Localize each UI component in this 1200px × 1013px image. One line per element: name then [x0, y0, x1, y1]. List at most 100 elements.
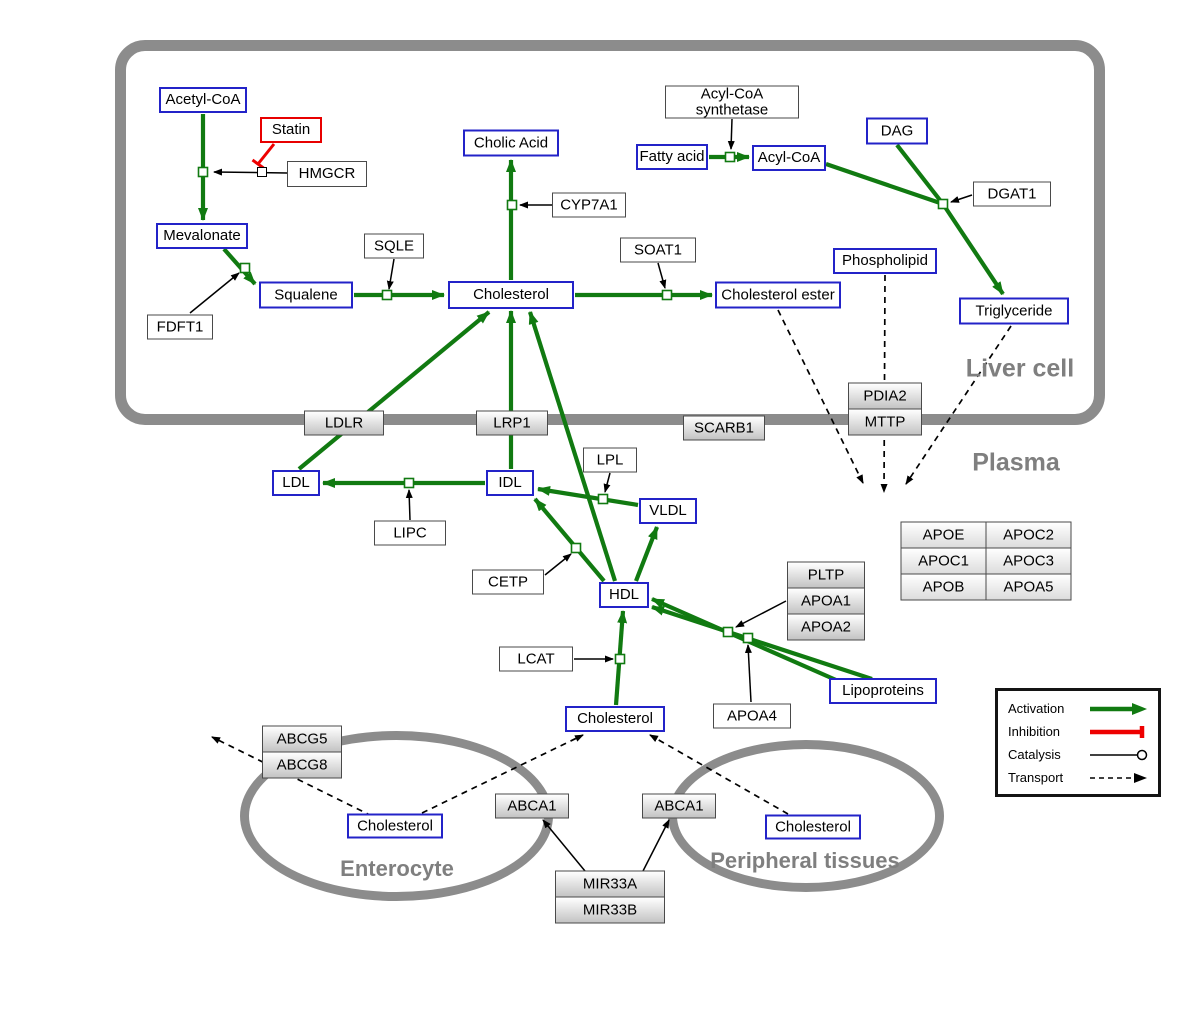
catalysis-circle-icon — [1090, 749, 1148, 760]
anchor-apo-upper — [722, 626, 734, 638]
node-vldl[interactable]: VLDL — [639, 498, 697, 524]
node-idl[interactable]: IDL — [486, 470, 534, 496]
node-apoa2[interactable]: APOA2 — [788, 614, 864, 640]
regulation-mir33-to-abca1-left — [542, 819, 586, 872]
anchor-cyp7a1 — [506, 199, 518, 211]
node-abca1-right[interactable]: ABCA1 — [642, 793, 716, 819]
transport-phospholipid-to-plasma — [880, 274, 888, 493]
peripheral-tissues-label: Peripheral tissues — [710, 848, 900, 873]
node-mir33a[interactable]: MIR33A — [556, 871, 664, 897]
legend-catalysis-label: Catalysis — [1008, 747, 1061, 762]
inhibition-tbar-icon — [1090, 725, 1145, 738]
node-cyp7a1[interactable]: CYP7A1 — [552, 192, 626, 218]
anchor-soat1 — [661, 289, 673, 301]
node-dag[interactable]: DAG — [866, 117, 928, 145]
anchor-sqle — [381, 289, 393, 301]
node-apoc3[interactable]: APOC3 — [986, 548, 1071, 574]
node-fatty-acid[interactable]: Fatty acid — [636, 144, 708, 170]
regulation-mir33-to-abca1-right — [642, 819, 670, 872]
enterocyte-label: Enterocyte — [340, 856, 454, 881]
node-apoc2[interactable]: APOC2 — [986, 522, 1071, 548]
node-lipc[interactable]: LIPC — [374, 520, 446, 546]
node-pltp-apoa-stack[interactable]: PLTP APOA1 APOA2 — [787, 561, 865, 641]
liver-cell-label: Liver cell — [965, 354, 1075, 383]
node-abcg5[interactable]: ABCG5 — [263, 726, 341, 752]
inhibition-statin-tbar — [251, 158, 265, 170]
catalysis-lpl — [603, 472, 611, 493]
node-triglyceride[interactable]: Triglyceride — [959, 297, 1069, 325]
node-apoa5[interactable]: APOA5 — [986, 574, 1071, 600]
anchor-acylcoa-synthetase — [724, 151, 736, 163]
edge-dag-to-dgat-junction — [895, 143, 945, 206]
catalysis-apo-stack — [735, 600, 787, 628]
node-cholesterol-enterocyte[interactable]: Cholesterol — [347, 813, 443, 839]
node-cetp[interactable]: CETP — [472, 569, 544, 595]
node-acetyl-coa[interactable]: Acetyl-CoA — [159, 87, 247, 113]
node-sqle[interactable]: SQLE — [364, 233, 424, 259]
node-apob[interactable]: APOB — [901, 574, 986, 600]
node-statin[interactable]: Statin — [260, 117, 322, 143]
node-lrp1[interactable]: LRP1 — [476, 410, 548, 436]
transport-enterocyte-cholesterol-to-plasma — [421, 734, 584, 814]
legend-inhibition-label: Inhibition — [1008, 724, 1061, 739]
node-mevalonate[interactable]: Mevalonate — [156, 223, 248, 249]
node-acyl-coa[interactable]: Acyl-CoA — [752, 145, 826, 171]
node-apoa1[interactable]: APOA1 — [788, 588, 864, 614]
node-phospholipid[interactable]: Phospholipid — [833, 248, 937, 274]
edge-hdl-to-idl — [533, 497, 606, 583]
node-scarb1[interactable]: SCARB1 — [683, 415, 765, 441]
edge-hdl-to-vldl — [634, 526, 659, 582]
node-lpl[interactable]: LPL — [583, 447, 637, 473]
node-hmgcr[interactable]: HMGCR — [287, 161, 367, 187]
node-abca1-left[interactable]: ABCA1 — [495, 793, 569, 819]
node-apoc1[interactable]: APOC1 — [901, 548, 986, 574]
node-apoa4[interactable]: APOA4 — [713, 703, 791, 729]
catalysis-sqle — [386, 258, 395, 290]
transport-peripheral-cholesterol-to-plasma — [649, 734, 789, 815]
node-hdl[interactable]: HDL — [599, 582, 649, 608]
node-lipoproteins[interactable]: Lipoproteins — [829, 678, 937, 704]
legend-transport-row: Transport — [1008, 767, 1150, 788]
node-pdia2-mttp-complex[interactable]: PDIA2 MTTP — [848, 382, 922, 436]
node-cholesterol-plasma[interactable]: Cholesterol — [565, 706, 665, 732]
anchor-apo-lower — [742, 632, 754, 644]
node-lcat[interactable]: LCAT — [499, 646, 573, 672]
node-mttp[interactable]: MTTP — [849, 409, 921, 435]
node-acyl-coa-synthetase[interactable]: Acyl-CoA synthetase — [665, 85, 799, 119]
node-cholesterol-liver[interactable]: Cholesterol — [448, 281, 574, 309]
catalysis-cetp — [544, 553, 572, 576]
anchor-cetp — [570, 542, 582, 554]
edge-hdl-to-liver-cholesterol — [527, 311, 618, 582]
node-mir33-complex[interactable]: MIR33A MIR33B — [555, 870, 665, 924]
edge-junction-to-triglyceride — [941, 202, 1005, 296]
node-cholesterol-ester[interactable]: Cholesterol ester — [715, 281, 841, 309]
node-fdft1[interactable]: FDFT1 — [147, 314, 213, 340]
anchor-dgat1 — [937, 198, 949, 210]
catalysis-hmgcr — [213, 168, 288, 176]
node-pdia2[interactable]: PDIA2 — [849, 383, 921, 409]
catalysis-lipc — [405, 489, 413, 521]
node-mir33b[interactable]: MIR33B — [556, 897, 664, 923]
acyl-coa-synthetase-line1: Acyl-CoA — [700, 85, 764, 103]
node-apoe[interactable]: APOE — [901, 522, 986, 548]
node-ldlr[interactable]: LDLR — [304, 410, 384, 436]
anchor-hmgcr — [197, 166, 209, 178]
legend: Activation Inhibition Catalysis Transpor… — [995, 688, 1161, 797]
node-apolipoprotein-table[interactable]: APOE APOC2 APOC1 APOC3 APOB APOA5 — [900, 521, 1072, 601]
node-abcg8[interactable]: ABCG8 — [263, 752, 341, 778]
node-abcg5-abcg8-complex[interactable]: ABCG5 ABCG8 — [262, 725, 342, 779]
node-ldl[interactable]: LDL — [272, 470, 320, 496]
anchor-hmgcr-handle — [257, 167, 267, 177]
catalysis-dgat1 — [950, 194, 973, 203]
node-soat1[interactable]: SOAT1 — [620, 237, 696, 263]
transport-triglyceride-to-plasma — [905, 325, 1012, 485]
legend-activation-label: Activation — [1008, 701, 1065, 716]
node-squalene[interactable]: Squalene — [259, 281, 353, 309]
edge-mevalonate-to-squalene — [222, 247, 257, 286]
node-dgat1[interactable]: DGAT1 — [973, 181, 1051, 207]
node-cholic-acid[interactable]: Cholic Acid — [463, 129, 559, 157]
edge-acylcoa-to-dgat-junction — [825, 162, 944, 206]
node-pltp[interactable]: PLTP — [788, 562, 864, 588]
node-cholesterol-peripheral[interactable]: Cholesterol — [765, 814, 861, 840]
